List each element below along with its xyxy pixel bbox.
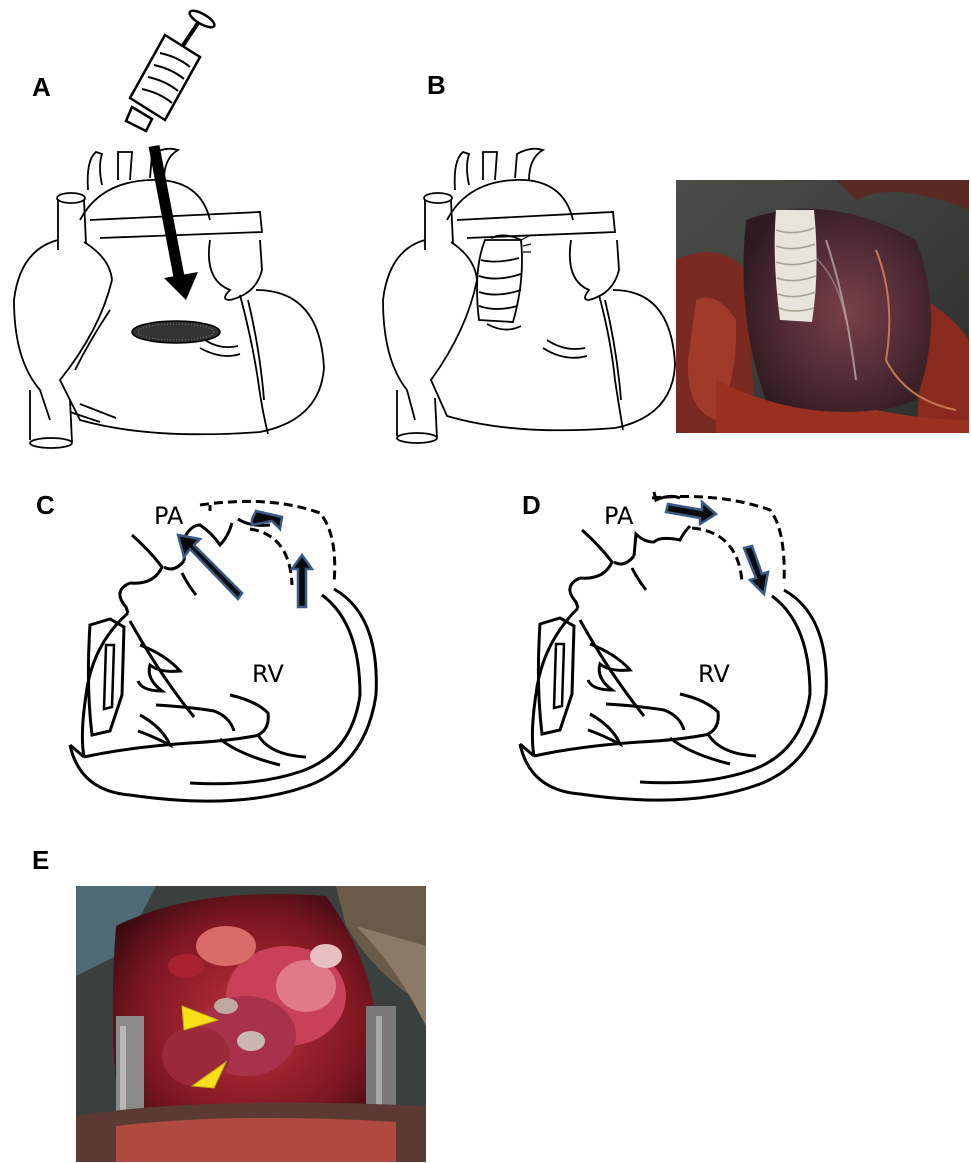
panel-label-c: C [36, 490, 55, 521]
panel-label-a: A [32, 72, 51, 103]
syringe-icon [110, 5, 220, 140]
yellow-arrowhead-icon [180, 1004, 220, 1032]
yellow-arrowhead-icon [190, 1060, 230, 1088]
surgical-photo-b [676, 180, 969, 433]
rv-section-diagram-c [70, 495, 400, 830]
panel-label-b: B [427, 70, 446, 101]
rv-section-diagram-d [520, 490, 850, 825]
heart-diagram-a [0, 140, 340, 460]
panel-label-e: E [32, 845, 49, 876]
heart-diagram-b [375, 140, 675, 450]
surgical-photo-e [76, 886, 426, 1162]
